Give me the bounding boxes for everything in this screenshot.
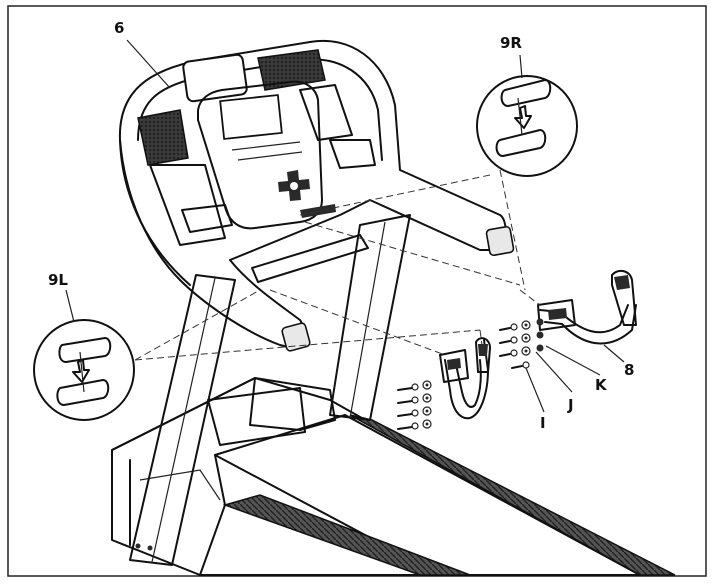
callout-9l: 9L <box>48 271 68 289</box>
console-screen <box>219 94 283 140</box>
console-frame <box>118 39 507 349</box>
leader-8 <box>603 344 625 363</box>
detail-9r <box>476 75 578 177</box>
tablet-holder <box>182 53 248 103</box>
left-handle-assembly <box>439 337 491 420</box>
detail-9l <box>33 319 135 421</box>
dpad-control <box>278 170 310 201</box>
callout-k: K <box>595 376 608 394</box>
console-display-housing <box>197 80 323 230</box>
running-belt-left <box>222 494 471 576</box>
assembly-guide-lines <box>134 169 541 361</box>
right-grip-end <box>485 225 515 257</box>
left-upright <box>129 274 236 566</box>
leader-9r <box>519 54 523 79</box>
left-grip-end <box>281 322 311 352</box>
treadmill-deck <box>111 377 676 576</box>
callout-6: 6 <box>114 19 124 37</box>
right-handle-assembly <box>537 269 637 345</box>
callout-8: 8 <box>624 361 634 379</box>
callout-9r: 9R <box>500 34 522 52</box>
left-fasteners <box>397 380 432 430</box>
right-speaker <box>257 49 326 91</box>
left-speaker <box>137 109 189 166</box>
right-upright <box>329 214 411 421</box>
leader-6 <box>126 39 171 89</box>
callout-j: J <box>567 396 574 414</box>
leader-9l <box>65 289 75 323</box>
right-fasteners <box>499 318 601 413</box>
callout-i: I <box>540 414 546 432</box>
